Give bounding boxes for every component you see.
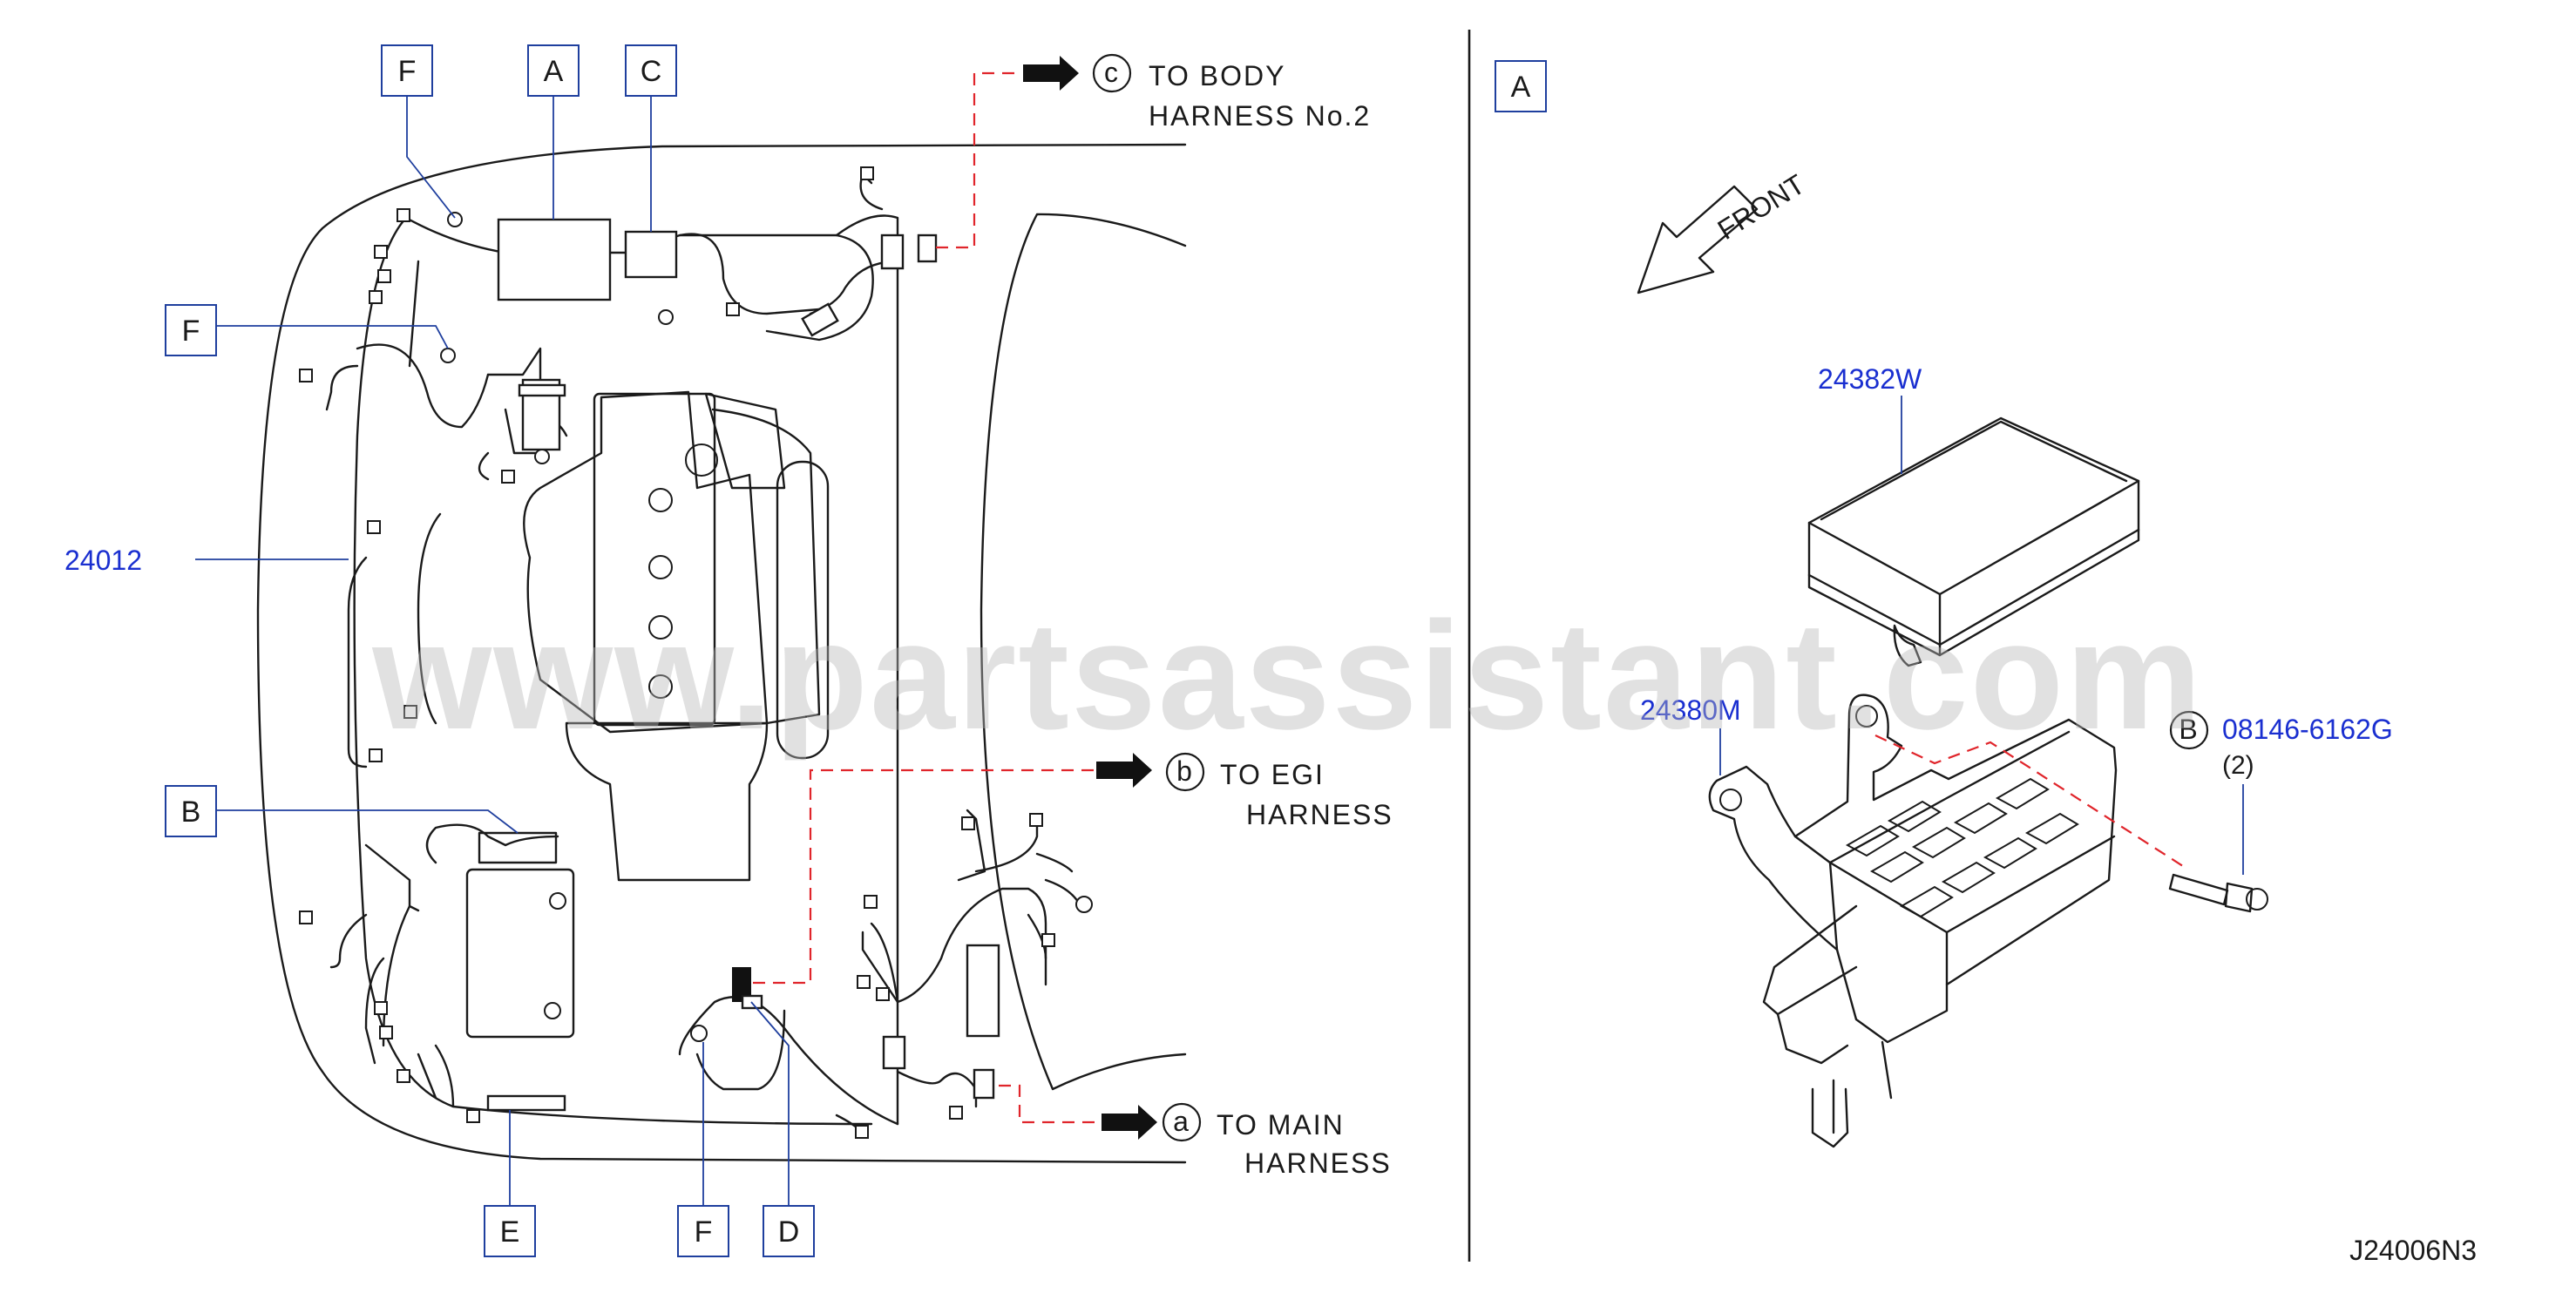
fuse-box-cover	[1807, 416, 2140, 667]
main-harness-line2: HARNESS	[1244, 1147, 1392, 1179]
svg-text:F: F	[182, 315, 200, 348]
egi-harness-line1: TO EGI	[1220, 759, 1325, 790]
callout-f-mid: F	[165, 304, 449, 356]
part-24380M: 24380M	[1640, 694, 1741, 775]
svg-text:C: C	[641, 55, 662, 88]
svg-text:24380M: 24380M	[1640, 694, 1741, 726]
part-08146-6162G: B 08146-6162G (2)	[2169, 710, 2393, 875]
svg-text:24012: 24012	[64, 545, 142, 576]
harness-wires	[325, 173, 1082, 1134]
svg-text:A: A	[1511, 71, 1531, 104]
bolt-route	[1874, 735, 2186, 869]
svg-text:A: A	[544, 55, 564, 88]
callout-f-bottom: F	[677, 1042, 729, 1257]
svg-text:D: D	[778, 1215, 800, 1249]
routing-to-harnesses	[753, 71, 1107, 1124]
fuse-box-bracket	[1708, 694, 2118, 1148]
engine-block	[523, 390, 830, 882]
arrow-icon-main	[1102, 1105, 1157, 1140]
body-harness-line2: HARNESS No.2	[1149, 100, 1371, 132]
connector-b: b	[1176, 755, 1194, 787]
svg-text:E: E	[500, 1215, 520, 1249]
arrow-icon-body	[1023, 56, 1079, 91]
connector-c: c	[1104, 57, 1120, 88]
connector-c-circle	[1092, 53, 1132, 93]
connector-a-circle	[1162, 1102, 1202, 1142]
part-24382W: 24382W	[1818, 363, 1922, 474]
connector-b-circle	[1165, 752, 1205, 792]
callout-f-top: F	[381, 44, 456, 219]
part-24012: 24012	[64, 545, 349, 576]
body-harness-line1: TO BODY	[1149, 60, 1285, 91]
egi-harness-line2: HARNESS	[1246, 799, 1393, 830]
svg-text:F: F	[695, 1215, 713, 1249]
callout-a-left: A	[527, 44, 580, 220]
main-harness-line1: TO MAIN	[1217, 1109, 1345, 1141]
front-label: FRONT	[1712, 168, 1811, 246]
arrow-icon-egi	[1096, 753, 1152, 788]
bolt-icon	[2168, 873, 2268, 913]
battery	[465, 831, 575, 1039]
callout-a-detail: A	[1495, 60, 1547, 112]
drawing-id: J24006N3	[2349, 1235, 2477, 1266]
callout-e: E	[484, 1110, 536, 1257]
callout-d: D	[750, 1001, 815, 1257]
svg-text:(2): (2)	[2222, 751, 2254, 780]
svg-text:B: B	[181, 795, 201, 829]
callout-b-left: B	[165, 785, 519, 837]
watermark: www.partsassistant.com	[371, 591, 2203, 762]
svg-text:B: B	[2179, 714, 2199, 745]
callout-c: C	[625, 44, 677, 232]
svg-text:24382W: 24382W	[1818, 363, 1922, 395]
front-arrow-icon: FRONT	[1637, 168, 1811, 294]
svg-text:08146-6162G: 08146-6162G	[2222, 714, 2393, 745]
clips-and-connectors	[299, 166, 1093, 1139]
connector-a: a	[1173, 1106, 1190, 1137]
svg-text:F: F	[398, 55, 417, 88]
engine-room-outline	[256, 143, 1187, 1164]
